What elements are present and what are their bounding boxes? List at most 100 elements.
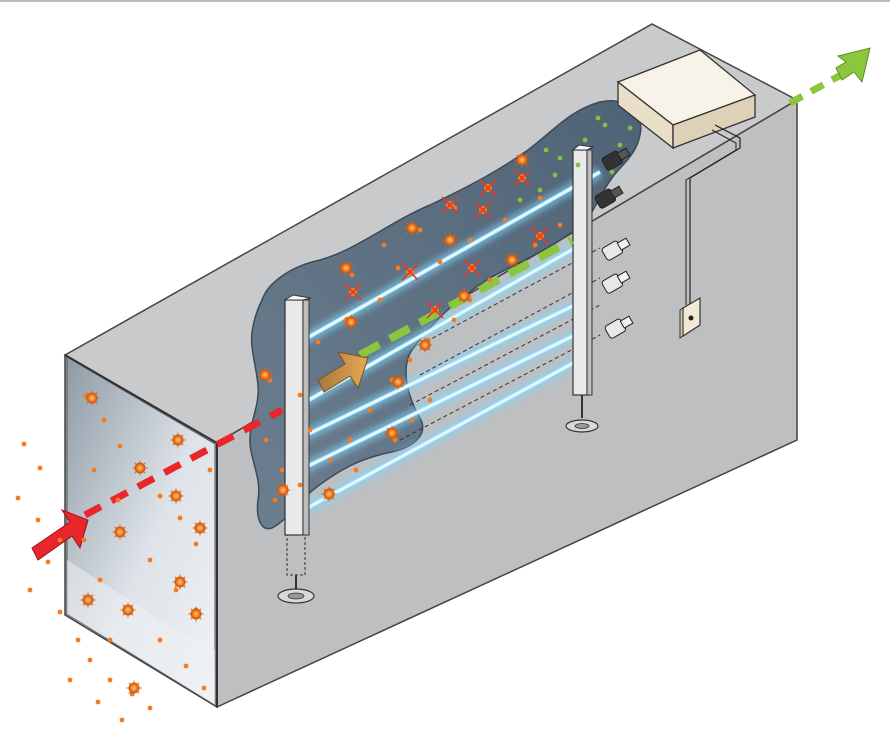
pathogen-dot [377,297,383,303]
pathogen-spike [286,484,289,487]
pathogen-spike [183,585,186,588]
hidden-lamp-outline [409,304,601,406]
pathogen-spike [91,603,94,606]
pathogen-dot [272,497,278,503]
pathogen-spike [340,271,343,274]
pathogen-spike [401,376,404,379]
pathogen-spike [199,608,202,611]
pathogen-spike [114,535,117,538]
pathogen-spike [392,376,395,379]
pathogen-spike [203,522,206,525]
hidden-lamp-outline [419,277,601,376]
neutralized-particle-dot [517,197,523,203]
pathogen-spike [128,691,131,694]
pathogen-spike [91,594,94,597]
pathogen-dot [427,397,433,403]
pathogen-spike [354,325,357,328]
pathogen-particle [86,392,98,404]
pathogen-dot [27,587,33,593]
pathogen-spike [179,490,182,493]
pathogen-dot [467,237,473,243]
pathogen-dot [157,493,163,499]
pathogen-dot [193,541,199,547]
neutralized-x-icon [441,196,459,214]
ballast-box [616,49,757,150]
pathogen-dot [263,437,269,443]
pathogen-spike [82,594,85,597]
pathogen-spike [428,339,431,342]
pathogen-spike [194,531,197,534]
neutralized-particle-dot [595,115,601,121]
pathogen-dot [297,392,303,398]
pathogen-particle [172,434,184,446]
pathogen-spike [143,462,146,465]
clean-airflow-arrow [835,47,871,84]
pathogen-dot [451,317,457,323]
hidden-lamp-outline [399,334,601,441]
pathogen-spike [95,392,98,395]
lamp-socket-cap [619,315,634,329]
pathogen-dot [207,467,213,473]
pathogen-dot [173,587,179,593]
pathogen-dot [395,265,401,271]
pathogen-spike [179,499,182,502]
pathogen-dot [279,467,285,473]
pathogen-spike [467,299,470,302]
pathogen-particle [82,594,94,606]
pathogen-spike [286,493,289,496]
uv-lamp-core [299,171,601,343]
pathogen-spike [515,263,518,266]
pathogen-particle [406,222,418,234]
neutralized-x-icon [531,227,549,245]
pathogen-spike [134,471,137,474]
pathogen-particle [122,604,134,616]
pathogen-spike [386,436,389,439]
neutralized-x-icon [344,283,362,301]
pathogen-spike [143,471,146,474]
pathogen-spike [95,401,98,404]
pathogen-spike [128,682,131,685]
neutralized-particle-dot [582,137,588,143]
pathogen-particle [392,376,404,388]
pathogen-spike [203,531,206,534]
incoming-airflow-arrow [31,508,89,561]
pathogen-spike [170,499,173,502]
pathogen-spike [259,369,262,372]
pathogen-particle [277,484,289,496]
pathogen-dot [75,637,81,643]
pathogen-spike [183,576,186,579]
uv-lamp-rack-left [277,294,315,604]
pathogen-spike [386,427,389,430]
pathogen-dot [437,259,443,265]
pathogen-spike [172,443,175,446]
pathogen-spike [444,234,447,237]
pathogen-spike [415,231,418,234]
pathogen-spike [174,576,177,579]
pathogen-dot [15,495,21,501]
pathogen-particle [174,576,186,588]
pathogen-dot [21,441,27,447]
pathogen-spike [415,222,418,225]
pathogen-dot [347,437,353,443]
pathogen-dot [147,557,153,563]
pathogen-spike [86,401,89,404]
pathogen-dot [327,457,333,463]
pathogen-dot [532,242,538,248]
pathogen-dot [392,437,398,443]
pathogen-spike [332,497,335,500]
pathogen-spike [516,163,519,166]
neutralized-particle-dot [552,172,558,178]
incoming-airflow-path [83,406,284,519]
wall-switch [679,296,701,339]
pathogen-particle [128,682,140,694]
pathogen-dot [353,467,359,473]
pathogen-dot [101,417,107,423]
pathogen-spike [349,271,352,274]
pathogen-dot [381,242,387,248]
pathogen-dot [97,577,103,583]
pathogen-spike [190,617,193,620]
airflow-direction-arrow [317,351,369,393]
pathogen-dot [177,515,183,521]
pathogen-spike [406,231,409,234]
